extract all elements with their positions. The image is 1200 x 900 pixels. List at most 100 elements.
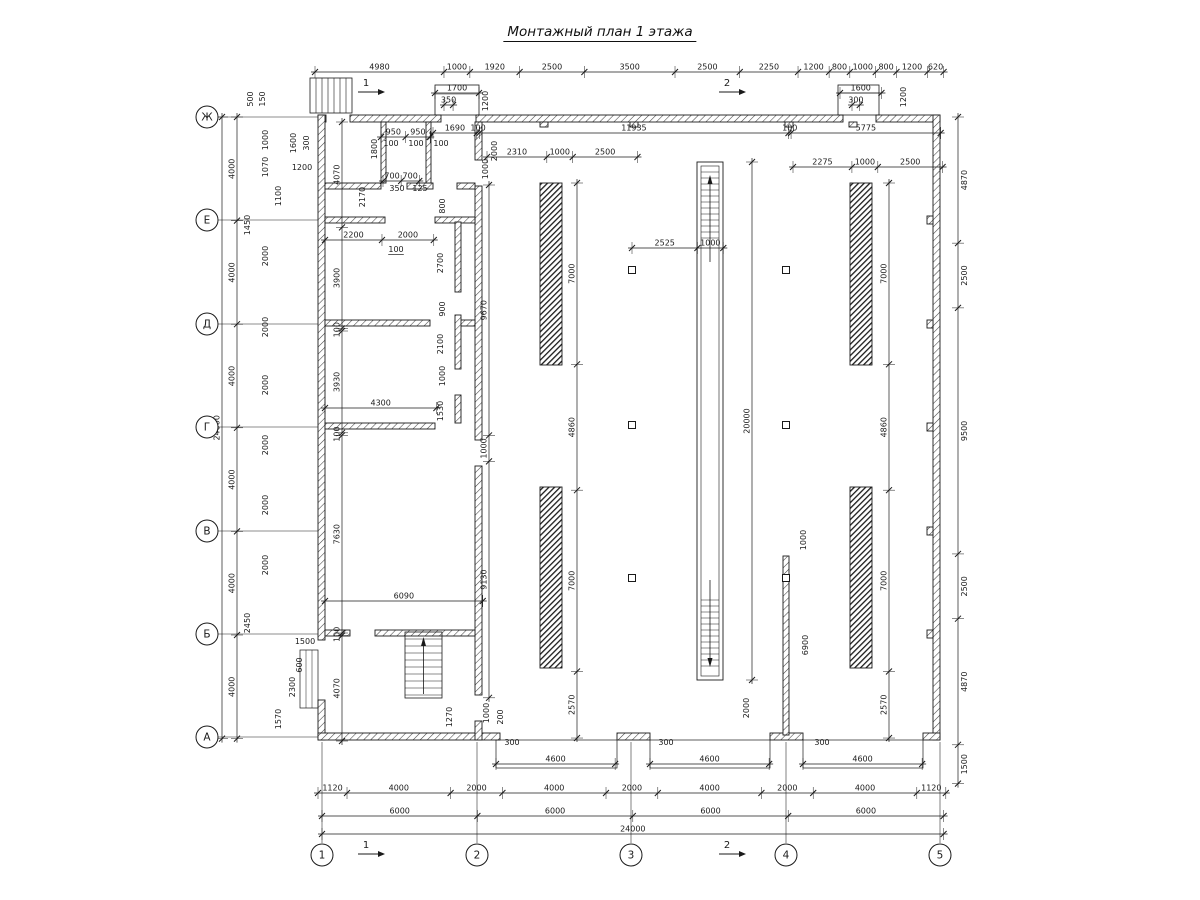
- dim-tick: [433, 404, 440, 412]
- center-conveyor: [696, 161, 724, 681]
- dim-tick: [634, 153, 641, 161]
- dim-tick: [473, 129, 481, 137]
- dim-tick: [233, 631, 241, 639]
- dim-tick: [233, 113, 241, 121]
- dimension-label: 100: [408, 139, 423, 148]
- dim-tick: [321, 404, 329, 412]
- dim-tick: [874, 163, 882, 171]
- dim-tick: [581, 68, 588, 76]
- conveyor-outline: [696, 161, 724, 681]
- porch-outline: [434, 84, 480, 116]
- dim-tick: [758, 789, 765, 797]
- dimension-label: 4000: [699, 784, 719, 793]
- dim-tick: [233, 217, 241, 224]
- section-mark: 2: [719, 840, 746, 857]
- dimension-label: 6090: [394, 592, 414, 601]
- dim-tick: [954, 239, 962, 247]
- dim-tick: [825, 68, 833, 76]
- dim-tick: [483, 153, 491, 161]
- dimension-label: 7000: [568, 263, 577, 283]
- dimension-label: 620: [928, 63, 943, 72]
- dim-tick: [479, 597, 487, 605]
- dim-tick: [516, 68, 523, 76]
- dimension-label: 1000: [447, 63, 467, 72]
- dimension-label: 7000: [880, 263, 889, 283]
- dimension-label: 300: [504, 738, 519, 747]
- dim-tick: [338, 325, 346, 332]
- dim-tick: [954, 615, 962, 623]
- dim-tick: [940, 68, 947, 76]
- dimension-label: 4000: [228, 469, 237, 489]
- dimension-label: 800: [878, 63, 893, 72]
- arrow-head-icon: [707, 175, 713, 184]
- dimension-label: 7000: [568, 571, 577, 591]
- dim-tick: [318, 830, 326, 838]
- dim-tick: [379, 177, 387, 185]
- equipment-block: [539, 486, 563, 669]
- dimension-label: 4860: [568, 417, 577, 437]
- dim-tick: [940, 830, 947, 838]
- axis-label: А: [203, 732, 211, 744]
- dim-tick: [885, 486, 893, 494]
- dimension-label: 1200: [899, 87, 908, 107]
- axis-bubble: [310, 843, 334, 867]
- axis-label: Д: [203, 319, 211, 331]
- dim-tick: [338, 629, 346, 637]
- dimension-label: 1000: [438, 366, 447, 386]
- dim-tick: [449, 101, 457, 109]
- section-mark: 2: [719, 78, 746, 95]
- dimension-label: 4600: [545, 755, 565, 764]
- dimension-label: 1200: [902, 63, 922, 72]
- wall-segment: [875, 114, 941, 123]
- dimension-label: 1000: [853, 63, 873, 72]
- equipment: [539, 182, 873, 669]
- dimension-label: 1530: [436, 401, 445, 421]
- dim-tick: [485, 457, 493, 465]
- dim-tick: [893, 68, 900, 76]
- dim-tick: [338, 737, 346, 745]
- axis-bubble: [195, 208, 219, 232]
- arrow-head-icon: [707, 658, 713, 667]
- dim-tick: [748, 676, 756, 684]
- dim-tick: [954, 113, 962, 121]
- wall-segment: [926, 629, 934, 639]
- dim-tick: [338, 432, 346, 439]
- dim-tick: [338, 632, 346, 639]
- dimension-label: 1500: [960, 754, 969, 774]
- wall-segment: [425, 121, 432, 184]
- dimension-label: 2000: [261, 435, 270, 455]
- dimension-label: 1000: [261, 130, 270, 150]
- dimension-label: 2000: [261, 317, 270, 337]
- dim-tick: [430, 236, 438, 244]
- equipment-block: [539, 182, 563, 366]
- wall-segment: [475, 114, 844, 123]
- axis-bubble: [195, 725, 219, 749]
- dimension-chain: 1700: [431, 84, 484, 99]
- dimension-label: 2500: [697, 63, 717, 72]
- dimension-label: 6000: [545, 807, 565, 816]
- dimension-label: 2000: [261, 375, 270, 395]
- dimension-label: 20000: [743, 408, 752, 433]
- dim-tick: [573, 668, 581, 675]
- section-mark-label: 1: [363, 840, 369, 851]
- section-arrow-icon: [739, 89, 746, 95]
- dimension-label: 1920: [485, 63, 505, 72]
- wall-segment: [406, 182, 434, 190]
- dim-tick: [885, 668, 893, 675]
- column-marker: [782, 421, 790, 429]
- dim-tick: [485, 181, 493, 189]
- dimension-label: 2000: [490, 141, 499, 161]
- dim-tick: [809, 789, 817, 797]
- dimension-label: 4980: [369, 63, 389, 72]
- dimension-label: 6000: [700, 807, 720, 816]
- drawing-title: Монтажный план 1 этажа: [503, 24, 697, 42]
- column-marker: [782, 574, 790, 582]
- dim-tick: [466, 68, 474, 76]
- dimension-label: 100: [333, 426, 342, 441]
- dimension-label: 2000: [622, 784, 642, 793]
- dim-tick: [940, 812, 947, 820]
